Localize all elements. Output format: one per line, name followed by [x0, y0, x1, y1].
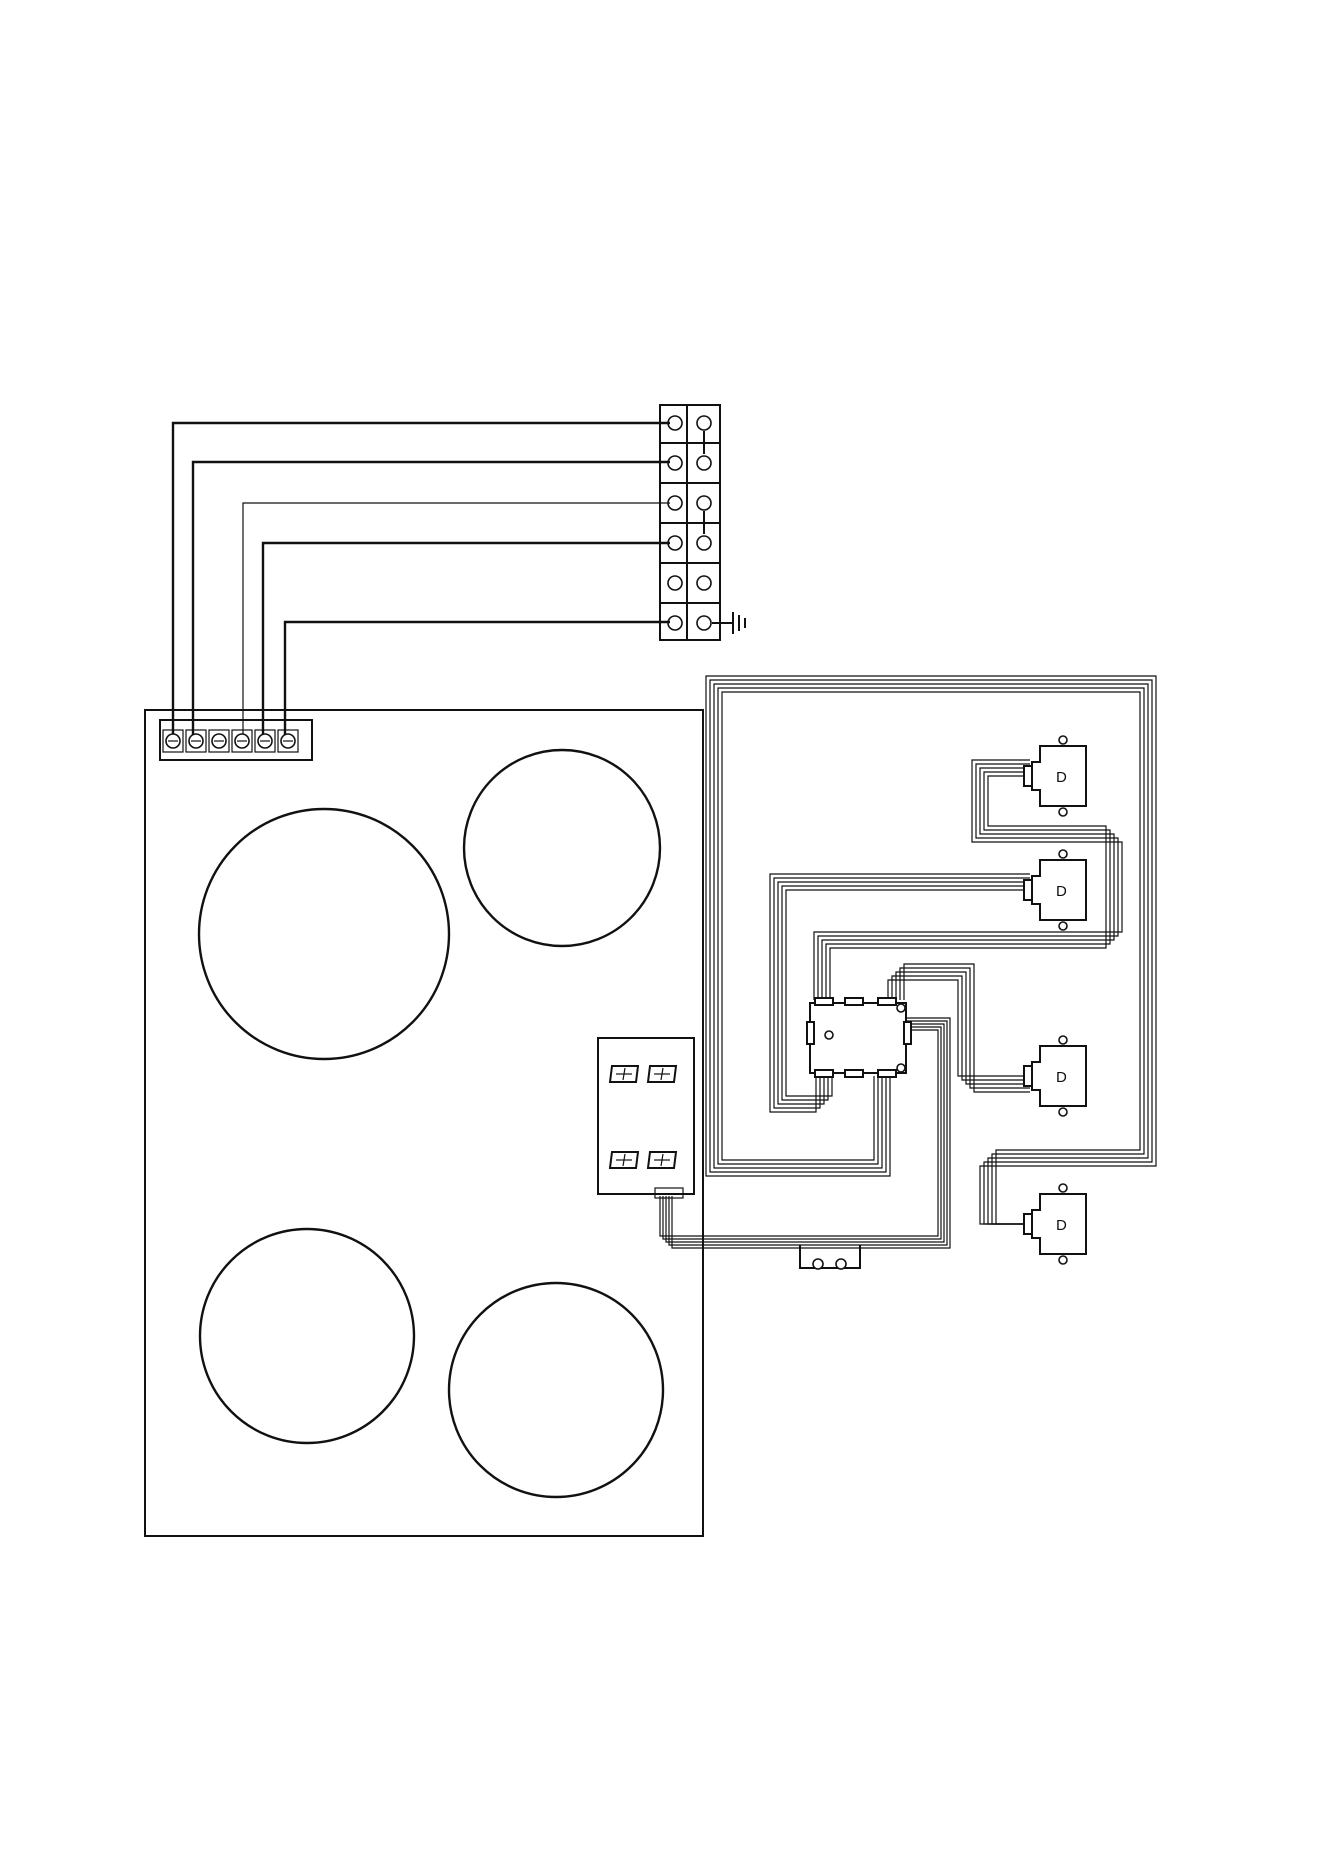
- terminal-left-1: [668, 416, 682, 430]
- supply-wire-4: [263, 543, 670, 737]
- terminal-left-5: [668, 576, 682, 590]
- screw-terminal-6: [278, 730, 298, 752]
- board-pin-header-1: [815, 998, 833, 1005]
- element-connector-2: D: [1024, 850, 1086, 930]
- connector-screw-top: [1059, 1036, 1067, 1044]
- heating-element-connectors: D D D D: [1024, 736, 1086, 1264]
- connector-screw-bottom: [1059, 1108, 1067, 1116]
- display-panel: [598, 1038, 694, 1198]
- connector-label: D: [1056, 769, 1067, 786]
- display-digit-4: [648, 1152, 676, 1168]
- terminal-left-6: [668, 616, 682, 630]
- terminal-right-6: [697, 616, 711, 630]
- connector-label: D: [1056, 883, 1067, 900]
- screw-terminal-4: [232, 730, 252, 752]
- display-digit-3: [610, 1152, 638, 1168]
- terminal-right-1: [697, 416, 711, 430]
- screw-terminal-1: [163, 730, 183, 752]
- element-connector-4: D: [1024, 1184, 1086, 1264]
- connector-screw-bottom: [1059, 808, 1067, 816]
- board-pin-header-side-left: [807, 1022, 814, 1044]
- cooking-zone-rear-right: [464, 750, 660, 946]
- terminal-right-4: [697, 536, 711, 550]
- connector-screw-top: [1059, 1184, 1067, 1192]
- terminal-left-4: [668, 536, 682, 550]
- connector-label: D: [1056, 1069, 1067, 1086]
- terminal-right-5: [697, 576, 711, 590]
- outer-bundle: [706, 676, 1156, 1224]
- board-pin-header-side: [904, 1022, 911, 1044]
- supply-wire-1: [173, 423, 670, 737]
- element-connector-1: D: [1024, 736, 1086, 816]
- connector-screw-bottom: [1059, 1256, 1067, 1264]
- element-connector-3: D: [1024, 1036, 1086, 1116]
- display-digit-1: [610, 1066, 638, 1082]
- display-digit-2: [648, 1066, 676, 1082]
- supply-wire-3: [243, 503, 670, 737]
- board-pin-header-2: [845, 998, 863, 1005]
- hob-terminal-strip: [160, 720, 312, 760]
- cooking-zone-front-right: [449, 1283, 663, 1497]
- mains-terminal-block: [660, 405, 745, 640]
- board-pin-header-3: [878, 998, 896, 1005]
- cooking-zone-rear-left: [199, 809, 449, 1059]
- screw-terminal-5: [255, 730, 275, 752]
- terminal-right-2: [697, 456, 711, 470]
- board-pin-header-5: [845, 1070, 863, 1077]
- control-board: [807, 998, 911, 1077]
- connector-screw-top: [1059, 736, 1067, 744]
- board-pin-header-4: [815, 1070, 833, 1077]
- screw-terminal-2: [186, 730, 206, 752]
- connector-screw-top: [1059, 850, 1067, 858]
- terminal-left-2: [668, 456, 682, 470]
- bundle-connector-3-conductor: [904, 964, 1030, 1092]
- supply-wire-5: [285, 622, 670, 737]
- connector-screw-bottom: [1059, 922, 1067, 930]
- screw-terminal-3: [209, 730, 229, 752]
- bundle-connector-3-conductor: [892, 976, 1030, 1080]
- terminal-right-3: [697, 496, 711, 510]
- hob-outline: [145, 710, 703, 1536]
- terminal-left-3: [668, 496, 682, 510]
- bundle-connector-3-conductor: [896, 972, 1030, 1084]
- cooking-zones: [199, 750, 663, 1497]
- cooking-zone-front-left: [200, 1229, 414, 1443]
- supply-wires: [173, 423, 670, 737]
- board-pin-header-6: [878, 1070, 896, 1077]
- bundle-connector-3-conductor: [900, 968, 1030, 1088]
- connector-label: D: [1056, 1217, 1067, 1234]
